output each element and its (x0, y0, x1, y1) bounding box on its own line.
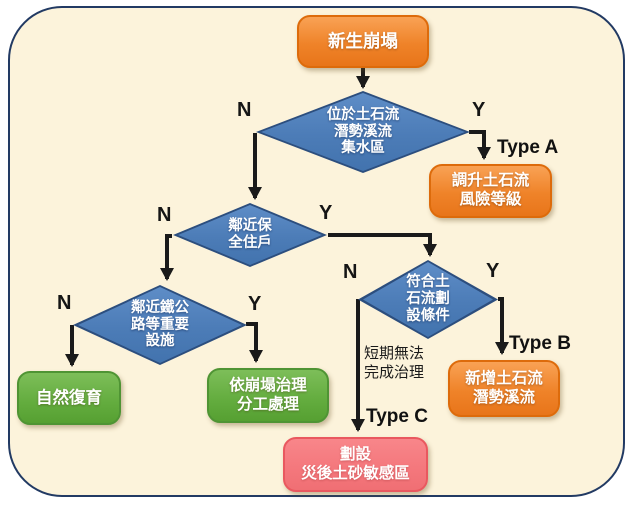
arrow-watershed-yes-type-a (469, 130, 491, 160)
line: 新增土石流 (465, 369, 543, 387)
line: 設施 (145, 333, 175, 350)
line: 鄰近鐵公 (131, 299, 189, 316)
branch-label-yes: Y (319, 202, 333, 224)
decision-label: 位於土石流 潛勢溪流 集水區 (256, 91, 470, 173)
arrow-roads-yes (246, 322, 263, 363)
branch-label-no: N (157, 204, 172, 226)
branch-label-yes: Y (486, 260, 500, 282)
line: 完成治理 (364, 363, 425, 381)
line: 劃設 (339, 445, 371, 463)
branch-label-no: N (237, 99, 252, 121)
outcome-type-c-node: 劃設 災後土砂敏感區 (283, 437, 428, 492)
branch-label-no: N (343, 261, 358, 283)
decision-label: 符合土 石流劃 設條件 (358, 260, 498, 339)
branch-label-yes: Y (248, 293, 262, 315)
decision-watershed-node: 位於土石流 潛勢溪流 集水區 (256, 91, 470, 173)
line: 短期無法 (364, 345, 425, 362)
type-c-tag: Type C (366, 406, 428, 427)
node-label: 新生崩塌 (328, 30, 398, 51)
line: 石流劃 (406, 291, 450, 308)
line: 設條件 (406, 307, 450, 324)
type-a-tag: Type A (497, 137, 559, 158)
arrow-households-no (160, 234, 174, 281)
line: 集水區 (341, 140, 385, 157)
line: 位於土石流 (326, 106, 400, 123)
start-node-new-collapse: 新生崩塌 (297, 15, 429, 68)
line: 潛勢溪流 (334, 123, 392, 140)
branch-label-no: N (57, 292, 72, 314)
decision-debris-criteria-node: 符合土 石流劃 設條件 (358, 260, 498, 339)
decision-label: 鄰近保 全住戶 (173, 203, 327, 267)
outcome-natural-recovery-node: 自然復育 (17, 371, 121, 425)
line: 分工處理 (236, 395, 299, 413)
branch-label-yes: Y (472, 99, 486, 121)
outcome-type-a-node: 調升土石流 風險等級 (429, 164, 552, 218)
arrow-criteria-yes-type-b (495, 297, 509, 355)
line: 路等重要 (131, 316, 189, 333)
decision-label: 鄰近鐵公 路等重要 設施 (73, 285, 247, 365)
outcome-type-b-node: 新增土石流 潛勢溪流 (448, 360, 560, 417)
line: 自然復育 (36, 388, 102, 407)
arrow-households-yes (328, 233, 437, 257)
decision-households-node: 鄰近保 全住戶 (173, 203, 327, 267)
decision-roads-node: 鄰近鐵公 路等重要 設施 (73, 285, 247, 365)
line: 災後土砂敏感區 (301, 464, 410, 482)
short-term-note: 短期無法 完成治理 (364, 345, 424, 383)
type-b-tag: Type B (509, 333, 571, 354)
line: 全住戶 (228, 235, 272, 251)
line: 依崩塌治理 (229, 376, 307, 394)
line: 風險等級 (459, 191, 522, 208)
line: 符合土 (406, 274, 450, 291)
line: 潛勢溪流 (472, 388, 535, 406)
line: 調升土石流 (451, 172, 530, 190)
line: 鄰近保 (228, 218, 272, 235)
outcome-collapse-treatment-node: 依崩塌治理 分工處理 (207, 368, 329, 423)
